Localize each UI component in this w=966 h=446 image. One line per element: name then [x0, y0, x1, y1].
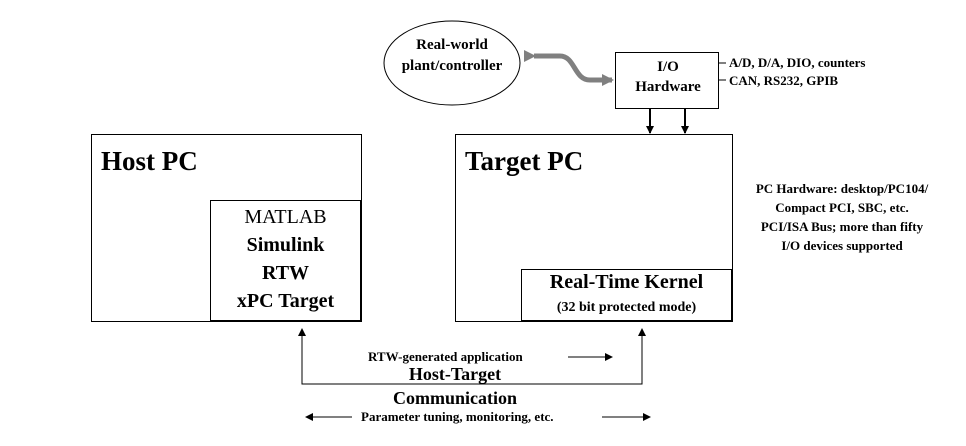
comm-title-line1: Host-Target	[408, 364, 502, 384]
target-pc-notes: PC Hardware: desktop/PC104/ Compact PCI,…	[726, 179, 958, 255]
io-label-line2: Hardware	[635, 79, 701, 95]
io-label-line1: I/O	[657, 59, 679, 75]
comm-title-line2: Communication	[392, 388, 517, 408]
comm-loop	[301, 332, 643, 385]
param-label: Parameter tuning, monitoring, etc.	[361, 409, 554, 424]
target-pc-title: Target PC	[465, 146, 584, 176]
plant-label: Real-world plant/controller	[383, 35, 521, 77]
software-item: MATLAB	[244, 206, 327, 228]
io-note: CAN, RS232, GPIB	[729, 73, 839, 88]
rtw-app-label: RTW-generated application	[368, 349, 523, 364]
pc-note: PC Hardware: desktop/PC104/	[755, 181, 929, 196]
pc-note: PCI/ISA Bus; more than fifty	[760, 219, 924, 234]
io-notes: A/D, D/A, DIO, counters CAN, RS232, GPIB	[729, 54, 866, 90]
plant-ellipse	[383, 20, 521, 106]
software-item: Simulink	[246, 234, 325, 256]
host-pc-title: Host PC	[101, 146, 198, 176]
plant-label-line2: plant/controller	[401, 58, 503, 74]
host-software-box: MATLAB Simulink RTW xPC Target	[210, 200, 361, 321]
kernel-title: Real-Time Kernel	[549, 271, 704, 293]
software-item: RTW	[261, 262, 310, 284]
kernel-subtitle: (32 bit protected mode)	[556, 300, 697, 315]
software-item: xPC Target	[236, 290, 335, 312]
pc-note: I/O devices supported	[781, 238, 903, 253]
plant-label-line1: Real-world	[416, 37, 488, 53]
plant-io-link	[524, 50, 614, 86]
io-note: A/D, D/A, DIO, counters	[729, 55, 866, 70]
comm-title: Host-Target Communication	[370, 364, 540, 408]
io-hardware-label: I/O Hardware	[618, 57, 718, 97]
real-time-kernel-box: Real-Time Kernel (32 bit protected mode)	[521, 269, 732, 321]
io-hardware-box	[615, 52, 719, 109]
pc-note: Compact PCI, SBC, etc.	[775, 200, 909, 215]
